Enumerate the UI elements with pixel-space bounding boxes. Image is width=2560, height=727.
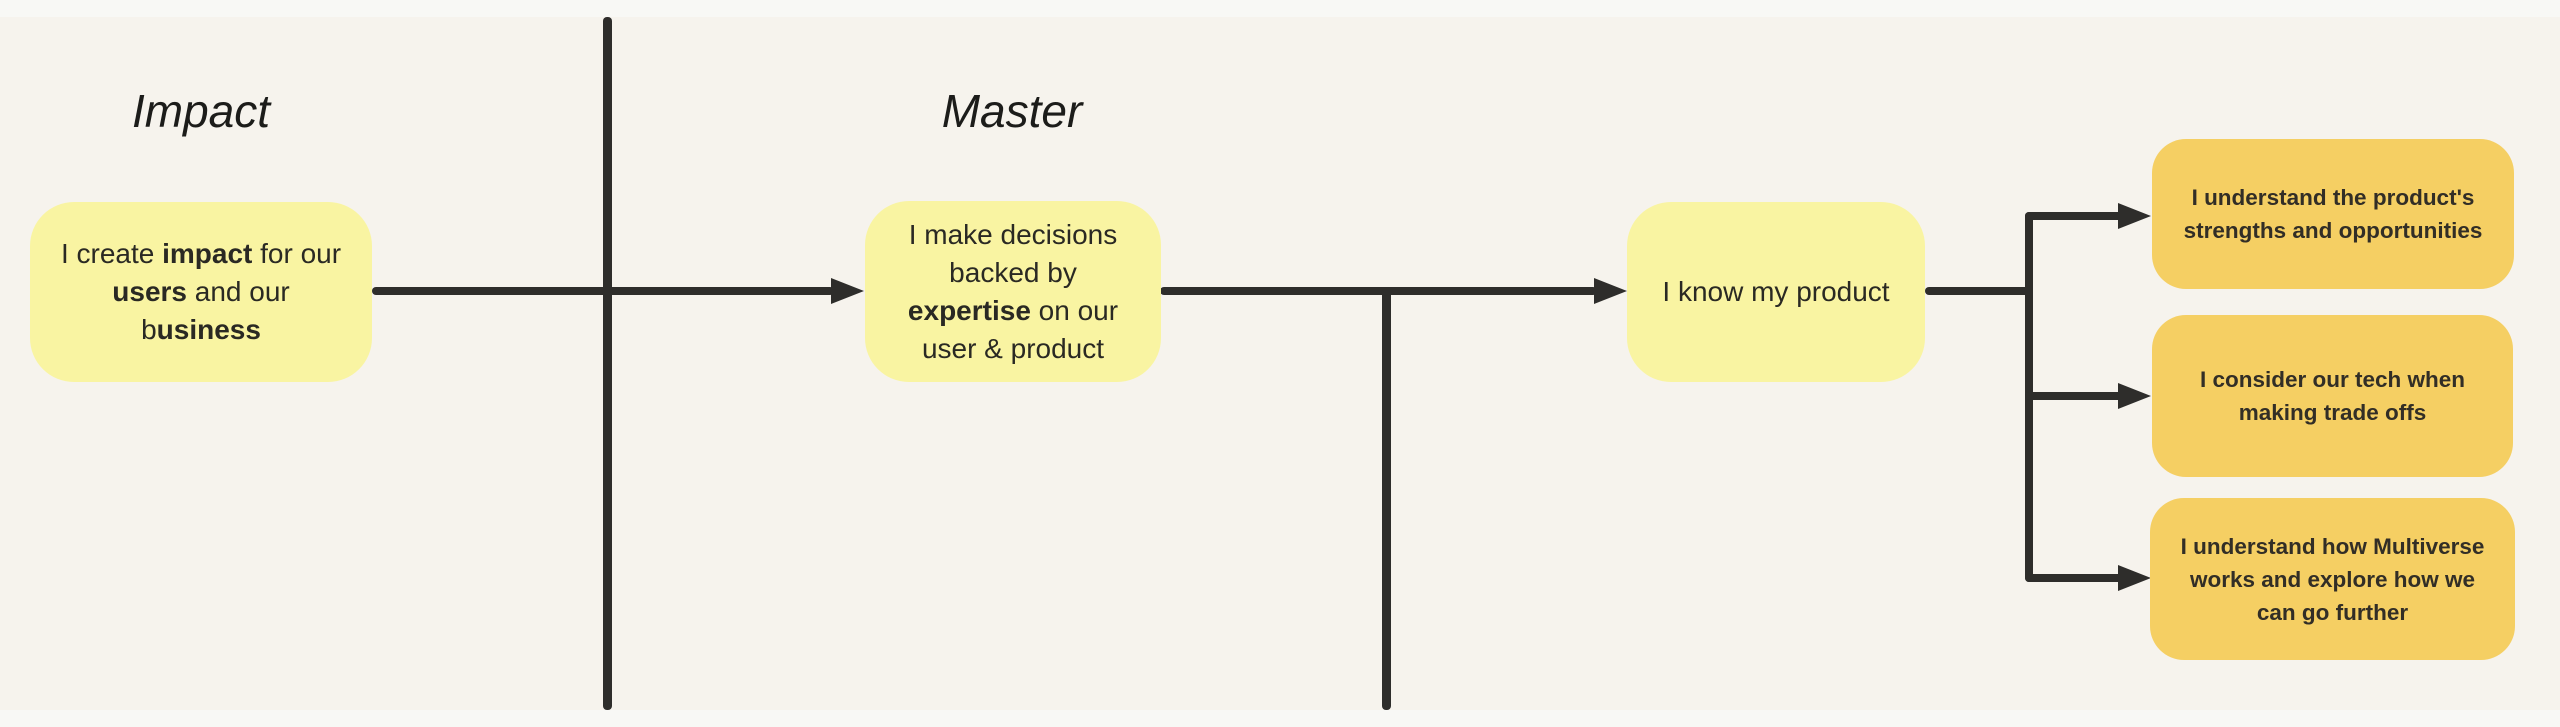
sticky-note-impact[interactable]: I create impact for our users and our bu… bbox=[30, 202, 372, 382]
sticky-note-tech-tradeoffs[interactable]: I consider our tech when making trade of… bbox=[2152, 315, 2513, 477]
canvas-edge-top bbox=[0, 0, 2560, 17]
sticky-note-text: I make decisions backed by expertise on … bbox=[907, 218, 1119, 364]
column-heading-impact[interactable]: Impact bbox=[131, 85, 271, 137]
sticky-note-master[interactable]: I make decisions backed by expertise on … bbox=[865, 201, 1161, 382]
arrowhead bbox=[2118, 565, 2151, 591]
sticky-note-multiverse[interactable]: I understand how Multiverse works and ex… bbox=[2150, 498, 2515, 660]
sticky-note-text: I create impact for our users and our bu… bbox=[60, 238, 342, 345]
canvas-edge-bottom bbox=[0, 710, 2560, 727]
arrowhead bbox=[831, 278, 864, 304]
sticky-note-text: I know my product bbox=[1662, 276, 1890, 307]
sticky-note-strengths[interactable]: I understand the product's strengths and… bbox=[2152, 139, 2514, 289]
arrowhead bbox=[2118, 383, 2151, 409]
arrowhead bbox=[2118, 203, 2151, 229]
branch-line-top[interactable] bbox=[2025, 212, 2122, 220]
connector-know-product-to-branch[interactable] bbox=[1925, 287, 2033, 295]
sticky-note-text: I understand the product's strengths and… bbox=[2183, 185, 2483, 243]
sticky-note-text: I understand how Multiverse works and ex… bbox=[2180, 533, 2485, 625]
sticky-note-know-product[interactable]: I know my product bbox=[1627, 202, 1925, 382]
branch-line-bottom[interactable] bbox=[2025, 574, 2122, 582]
sticky-note-text: I consider our tech when making trade of… bbox=[2199, 367, 2466, 425]
column-heading-master[interactable]: Master bbox=[941, 85, 1083, 137]
divider-line-impact-master[interactable] bbox=[603, 17, 612, 710]
divider-line-master-right[interactable] bbox=[1382, 289, 1391, 710]
connector-master-to-know-product[interactable] bbox=[1160, 287, 1597, 295]
branch-line-middle[interactable] bbox=[2025, 392, 2122, 400]
connector-impact-to-master[interactable] bbox=[372, 287, 834, 295]
arrowhead bbox=[1594, 278, 1627, 304]
